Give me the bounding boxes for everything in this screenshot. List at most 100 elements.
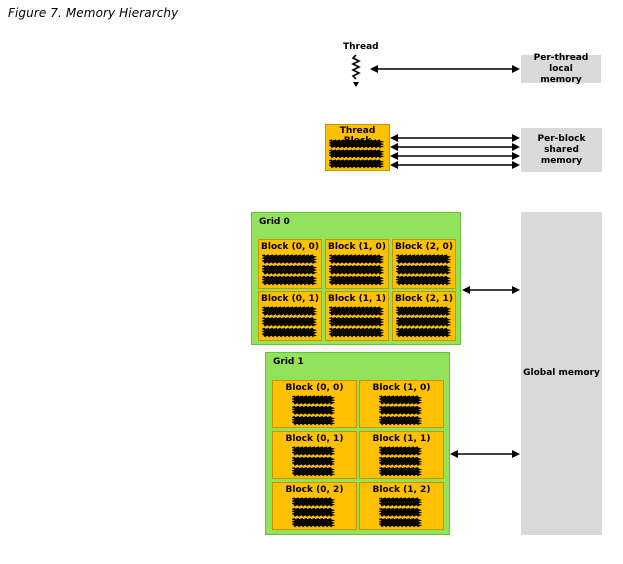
thread-arrowhead <box>396 423 400 426</box>
thread-arrowhead <box>350 283 354 286</box>
thread-arrowhead <box>370 313 374 317</box>
thread-arrowhead <box>433 324 437 327</box>
thread-arrowhead <box>342 313 346 317</box>
grid-0-block: Block (0, 0) <box>258 239 322 289</box>
thread-arrowhead <box>384 453 388 456</box>
thread-arrowhead <box>350 272 354 275</box>
thread-arrowhead <box>378 156 382 159</box>
thread-arrowhead <box>366 335 370 338</box>
thread-arrowhead <box>354 261 358 265</box>
thread-arrowhead <box>400 504 404 507</box>
block-label: Block (0, 0) <box>285 383 344 393</box>
thread-arrowhead <box>362 156 366 159</box>
thread-arrowhead <box>297 453 301 456</box>
thread-arrowhead <box>287 261 291 265</box>
thread-arrowhead <box>401 313 405 317</box>
thread-arrowhead <box>354 146 358 149</box>
thread-arrowhead <box>412 402 416 405</box>
thread-arrowhead <box>313 423 317 426</box>
thread-arrowhead <box>325 525 329 528</box>
thread-arrowhead <box>408 412 412 416</box>
block-threads <box>379 497 423 528</box>
thread-arrowhead <box>309 402 313 405</box>
thread-arrowhead <box>293 423 297 426</box>
grid-1-block: Block (0, 0) <box>272 380 357 428</box>
thread-arrowhead <box>445 261 449 265</box>
thread-arrowhead <box>401 283 405 286</box>
thread-arrowhead <box>338 261 342 265</box>
thread-arrowhead <box>370 146 374 149</box>
thread-arrowhead <box>405 313 409 317</box>
thread-arrowhead <box>346 261 350 265</box>
thread-arrowhead <box>325 402 329 405</box>
thread-arrowhead <box>408 474 412 477</box>
thread-arrowhead <box>392 423 396 426</box>
thread-arrowhead <box>409 272 413 275</box>
thread-arrowhead <box>317 525 321 528</box>
thread-arrowhead <box>408 423 412 426</box>
thread-arrowhead <box>425 324 429 327</box>
thread-arrowhead <box>401 261 405 265</box>
thread-arrowhead <box>309 504 313 507</box>
thread-arrowhead <box>374 146 378 149</box>
thread-arrowhead <box>380 453 384 456</box>
thread-arrowhead <box>330 283 334 286</box>
thread-arrowhead <box>416 402 420 405</box>
thread-arrowhead <box>354 283 358 286</box>
per-thread-local-memory: Per-thread local memory <box>521 53 601 85</box>
thread-arrowhead <box>291 335 295 338</box>
thread-arrowhead <box>271 324 275 327</box>
thread-arrowhead <box>409 313 413 317</box>
thread-block: Thread Block <box>325 124 390 171</box>
thread-arrowhead <box>299 272 303 275</box>
block-label: Block (1, 2) <box>372 485 431 495</box>
thread-arrowhead <box>366 166 370 169</box>
thread-arrowhead <box>305 504 309 507</box>
thread-arrowhead <box>370 335 374 338</box>
thread-arrowhead <box>293 504 297 507</box>
thread-arrowhead <box>441 335 445 338</box>
thread-arrowhead <box>397 283 401 286</box>
thread-arrowhead <box>330 146 334 149</box>
thread-arrowhead <box>412 514 416 518</box>
thread-arrowhead <box>354 335 358 338</box>
thread-arrowhead <box>396 504 400 507</box>
thread-arrowhead <box>362 283 366 286</box>
thread-arrowhead <box>338 156 342 159</box>
thread-arrowhead <box>338 335 342 338</box>
thread-arrowhead <box>445 313 449 317</box>
thread-arrowhead <box>425 335 429 338</box>
thread-arrowhead <box>291 261 295 265</box>
thread-arrowhead <box>334 261 338 265</box>
thread-arrowhead <box>350 313 354 317</box>
thread-arrowhead <box>342 283 346 286</box>
thread-arrowhead <box>301 525 305 528</box>
thread-arrowhead <box>408 463 412 467</box>
thread-arrowhead <box>309 453 313 456</box>
thread-arrowhead <box>267 324 271 327</box>
thread-arrowhead <box>317 453 321 456</box>
thread-arrowhead <box>409 283 413 286</box>
thread-arrowhead <box>392 504 396 507</box>
thread-arrowhead <box>400 453 404 456</box>
thread-arrowhead <box>416 525 420 528</box>
thread-arrowhead <box>366 324 370 327</box>
thread-arrowhead <box>279 283 283 286</box>
thread-arrowhead <box>409 335 413 338</box>
thread-arrowhead <box>279 272 283 275</box>
grid-0-block: Block (1, 0) <box>325 239 389 289</box>
thread-arrowhead <box>309 463 313 467</box>
thread-arrowhead <box>358 283 362 286</box>
block-threads <box>262 306 318 338</box>
thread-arrowhead <box>396 453 400 456</box>
thread-arrowhead <box>325 474 329 477</box>
thread-arrowhead <box>325 463 329 467</box>
thread-arrowhead <box>437 335 441 338</box>
thread-arrowhead <box>388 504 392 507</box>
thread-arrowhead <box>433 283 437 286</box>
thread-arrowhead <box>295 313 299 317</box>
thread-arrowhead <box>295 272 299 275</box>
thread-arrowhead <box>380 504 384 507</box>
thread-arrowhead <box>271 272 275 275</box>
